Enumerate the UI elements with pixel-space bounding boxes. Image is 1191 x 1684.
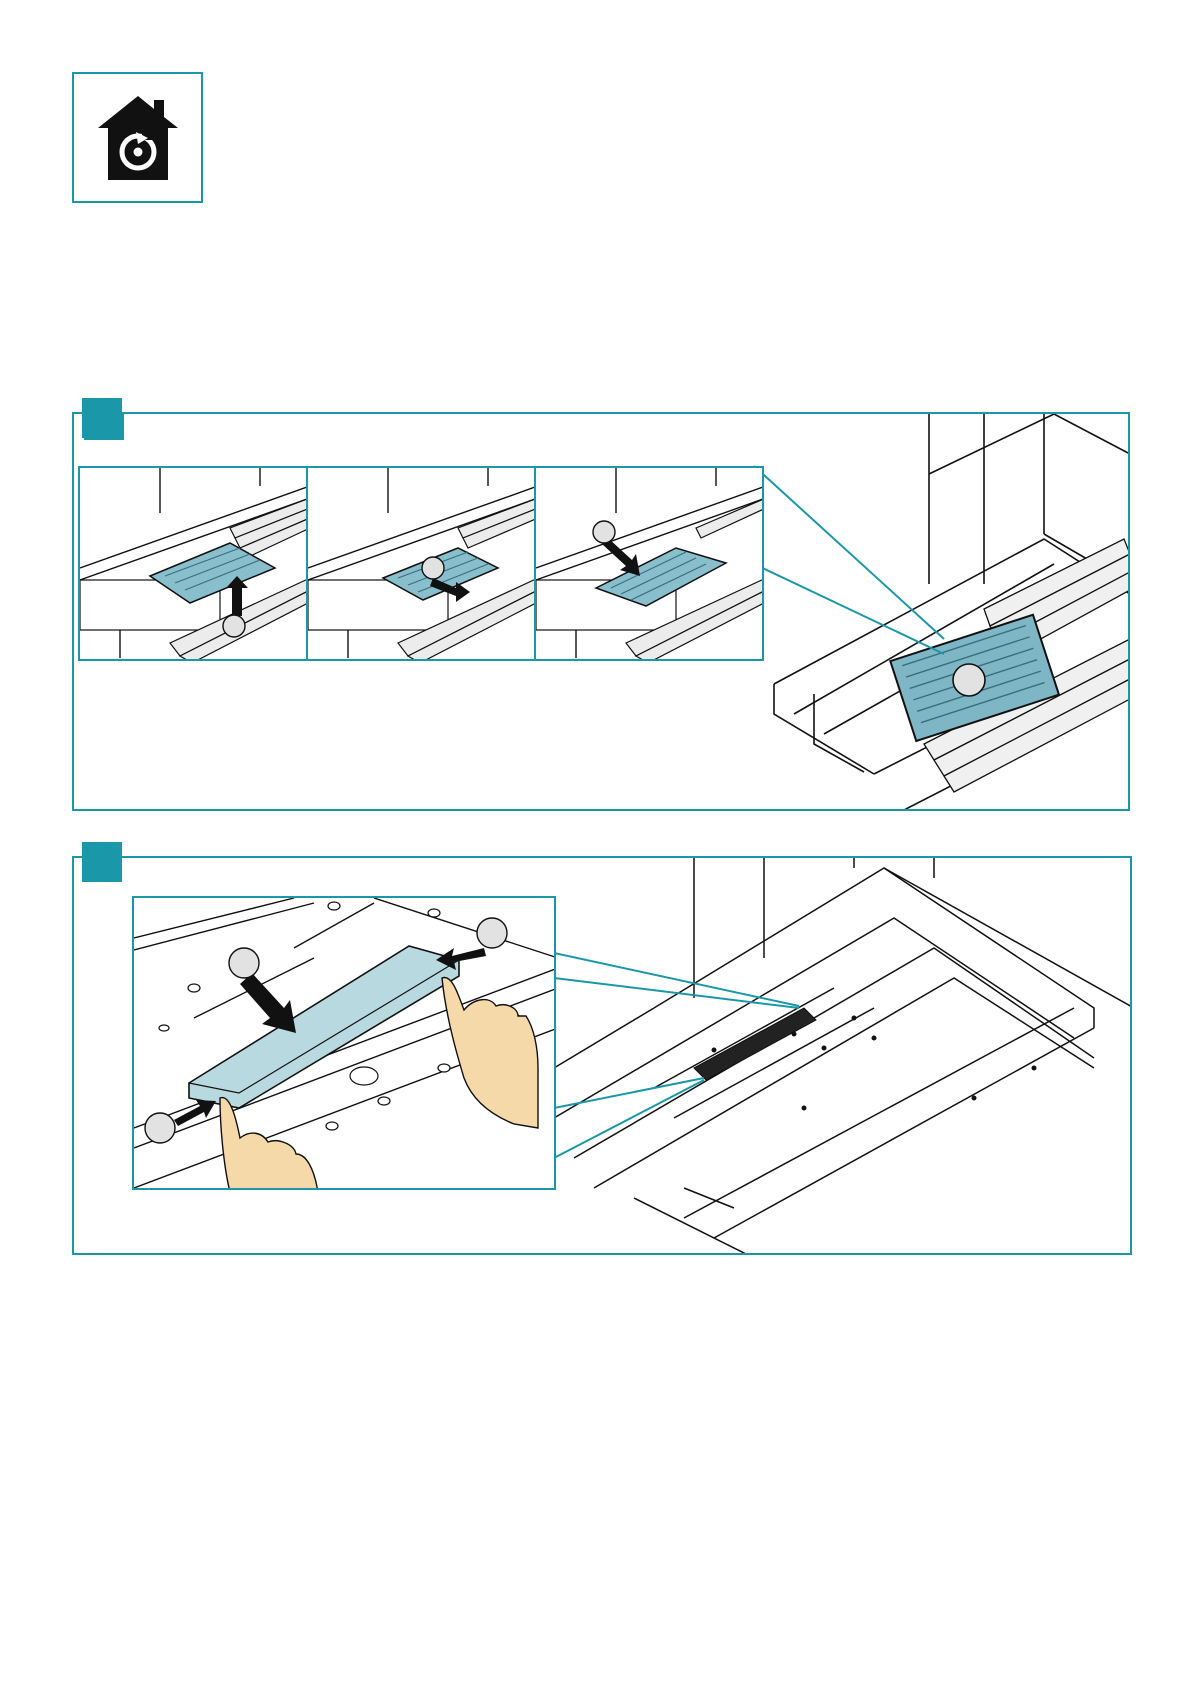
step-1-frame	[72, 412, 1130, 811]
step-2-badge	[82, 842, 122, 882]
step-2-detail-inset	[132, 896, 556, 1190]
step-1-badge	[82, 398, 122, 438]
step-2-frame	[72, 856, 1132, 1255]
icon-box	[72, 72, 203, 203]
hood-overview-illustration	[754, 414, 1130, 811]
hood-underside-illustration	[554, 858, 1132, 1255]
step-1-panel-2	[306, 466, 536, 661]
home-reset-icon	[92, 92, 184, 184]
step-1-panel-3	[534, 466, 764, 661]
step-1-panel-1	[78, 466, 308, 661]
